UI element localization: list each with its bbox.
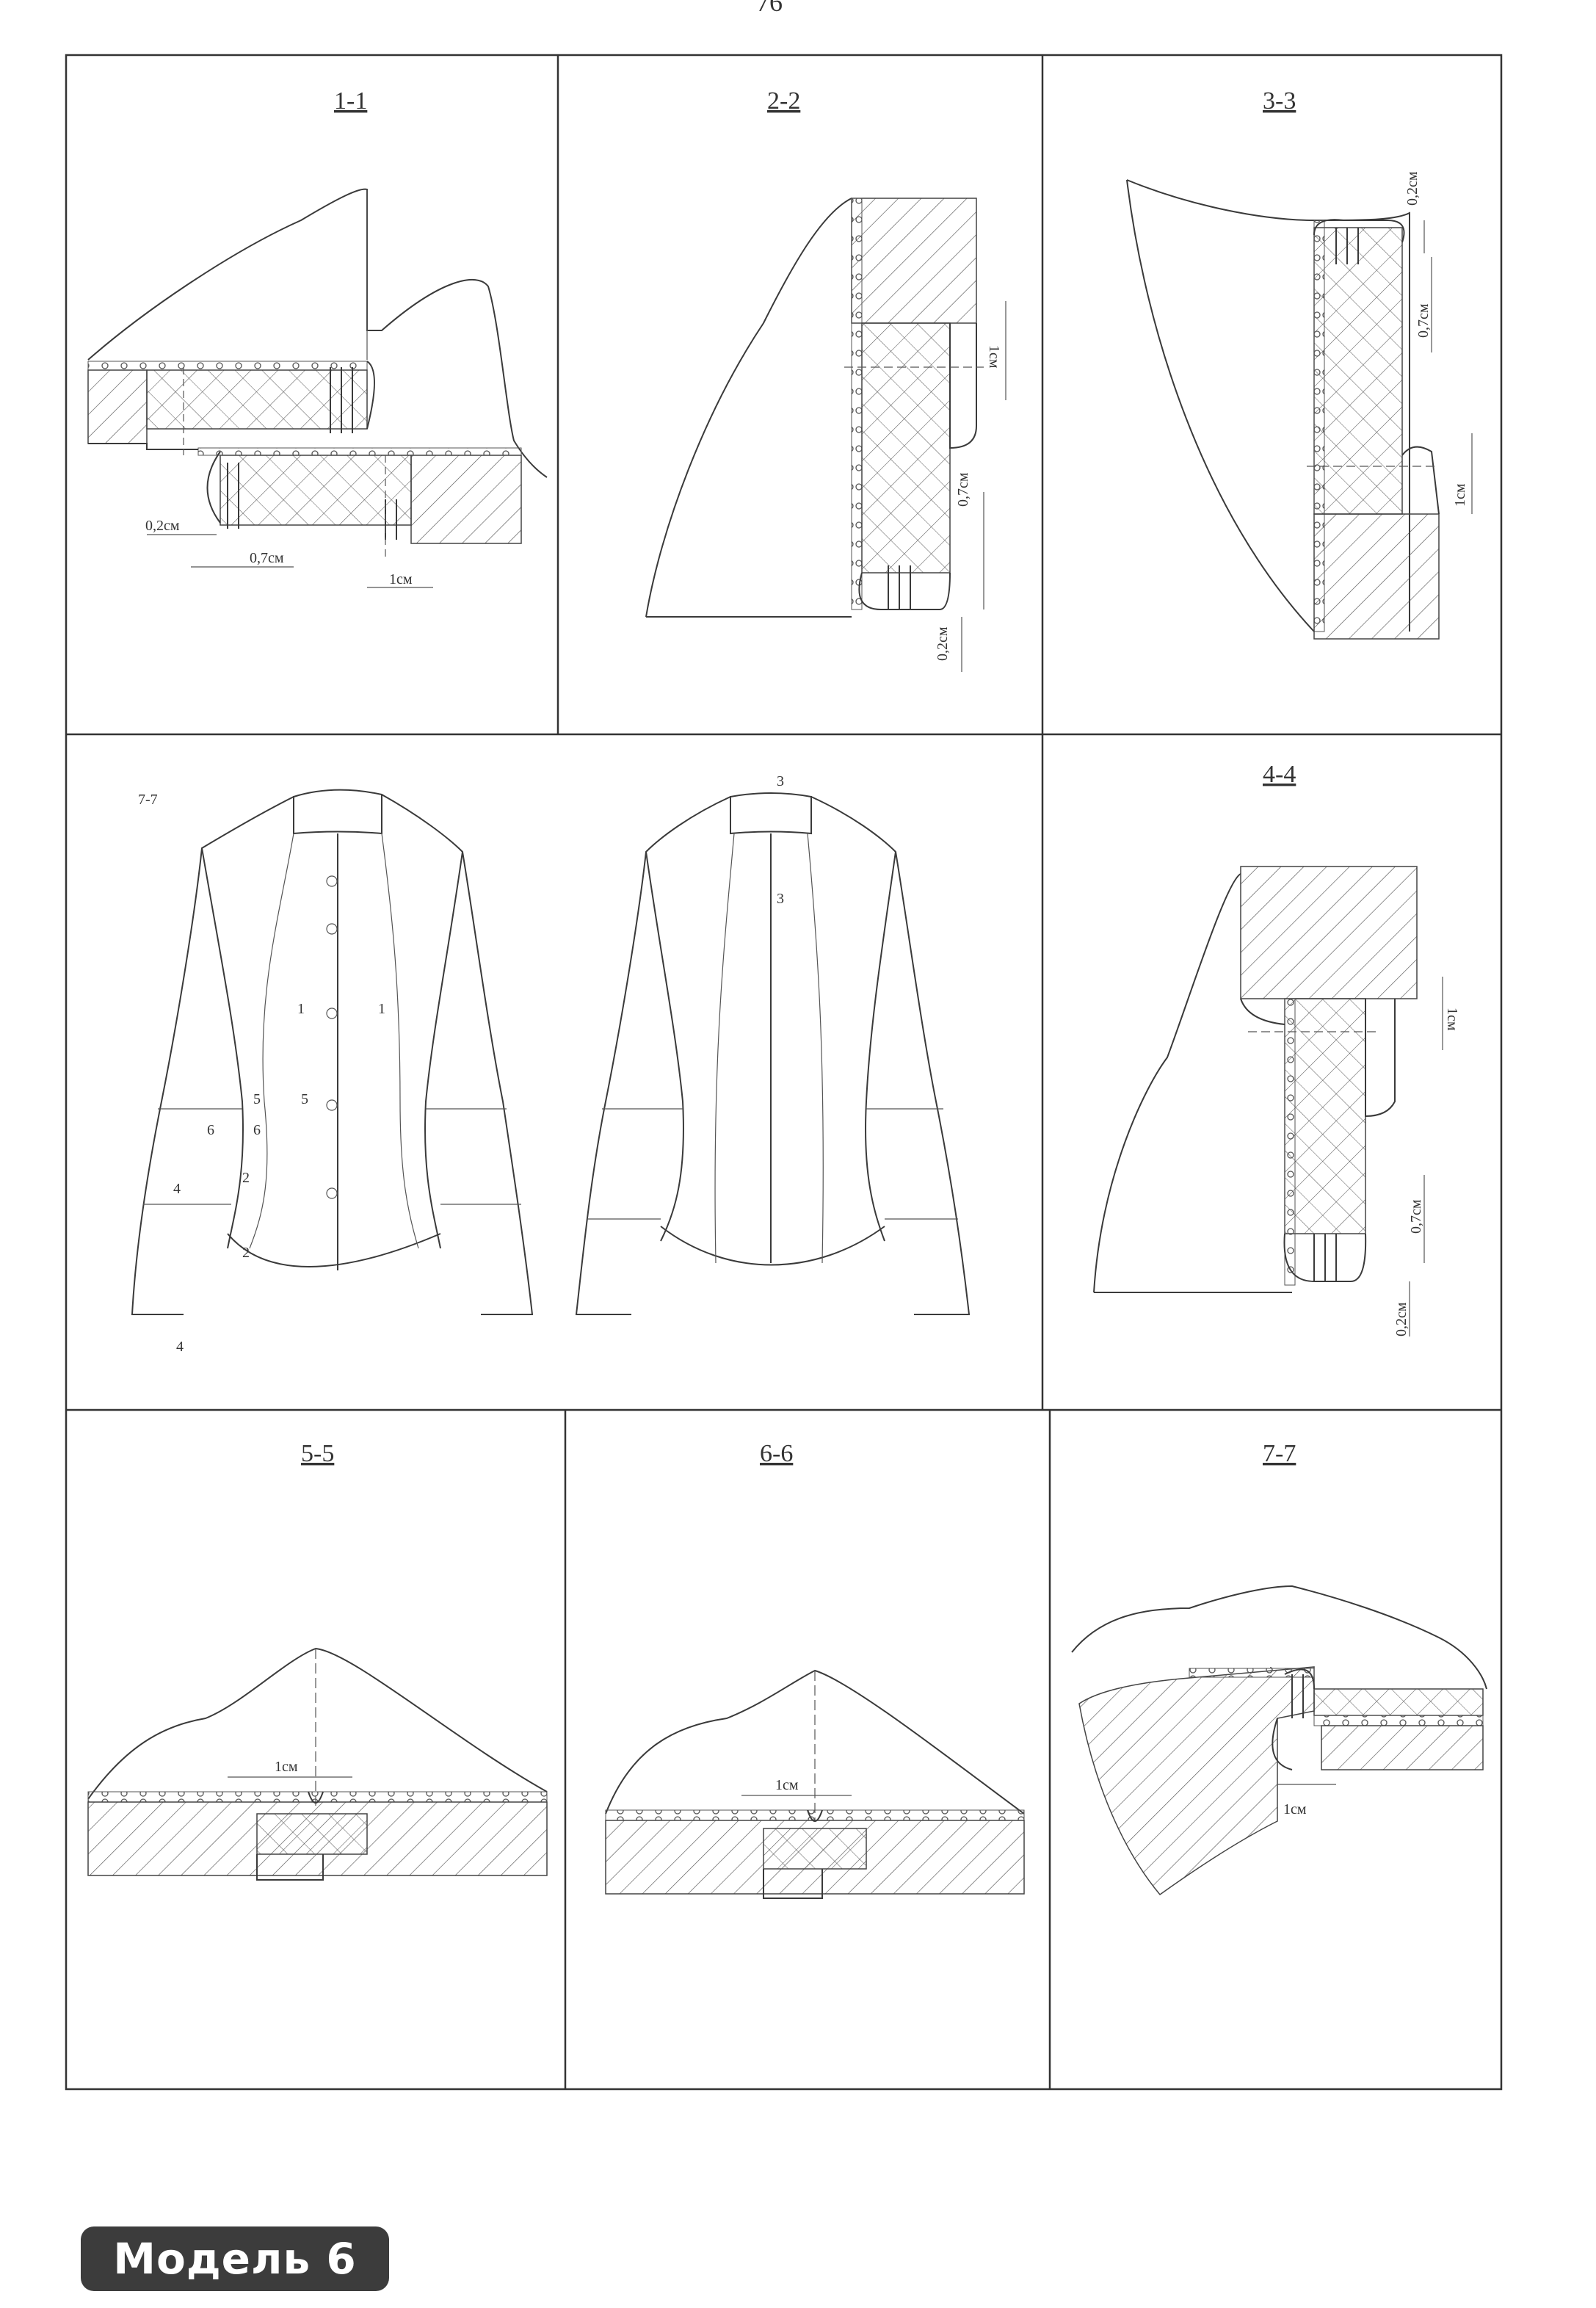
section-4-4: 4-4 1см 0,7см 0,2см [1093, 761, 1460, 1336]
section-title: 4-4 [1263, 761, 1296, 788]
cut-mark-label: 4 [173, 1181, 181, 1197]
dim-label: 0,2см [935, 626, 951, 661]
dim-label: 0,7см [1415, 303, 1432, 338]
section-title: 3-3 [1263, 87, 1296, 115]
cut-mark-label: 1 [297, 1001, 305, 1017]
section-title: 1-1 [334, 87, 367, 115]
cut-mark-label: 6 [207, 1122, 214, 1138]
dim-label: 1см [986, 345, 1002, 369]
section-3-3: 3-3 0,2см 0,7см 1см [1126, 87, 1473, 640]
cut-mark-label: 3 [777, 773, 784, 789]
dim-label: 0,7см [250, 550, 284, 566]
dim-label: 0,2см [1393, 1302, 1410, 1336]
dim-label: 1см [389, 571, 413, 587]
section-7-7: 7-7 1см [1071, 1440, 1487, 1896]
dim-label: 0,2см [1404, 171, 1421, 206]
dim-label: 0,7см [955, 472, 971, 507]
section-2-2: 2-2 1см 0,7см 0,2см [645, 87, 1006, 672]
garment-back-view: 3 3 [575, 773, 971, 1315]
dim-label: 0,2см [145, 518, 180, 534]
cut-mark-label: 5 [301, 1091, 308, 1107]
section-title: 6-6 [760, 1440, 793, 1467]
section-title: 2-2 [767, 87, 800, 115]
cut-mark-label: 2 [242, 1245, 250, 1261]
dim-label: 1см [275, 1759, 298, 1775]
cut-mark-label: 6 [253, 1122, 261, 1138]
section-title: 7-7 [1263, 1440, 1296, 1467]
cut-mark-label: 4 [176, 1339, 184, 1355]
garment-front-view: 7-7 1 1 5 5 6 6 2 2 4 4 [131, 789, 534, 1355]
dim-label: 0,7см [1408, 1199, 1424, 1234]
grid-frame [65, 54, 1503, 2091]
section-6-6: 6-6 1см [605, 1440, 1025, 1899]
dim-label: 1см [1452, 483, 1468, 507]
cut-mark-label: 2 [242, 1170, 250, 1186]
section-title: 5-5 [301, 1440, 334, 1467]
dim-label: 1см [1444, 1008, 1460, 1031]
dim-label: 1см [775, 1777, 799, 1793]
section-1-1: 1-1 0,2см 0,7см 1см [87, 87, 548, 588]
cut-mark-label: 1 [378, 1001, 385, 1017]
cut-mark-label: 5 [253, 1091, 261, 1107]
model-badge: Модель 6 [81, 2226, 389, 2291]
cut-mark-label: 3 [777, 891, 784, 907]
section-5-5: 5-5 1см [87, 1440, 548, 1881]
page-number: 76 [756, 0, 783, 17]
dim-label: 1см [1283, 1801, 1307, 1817]
cut-mark-label: 7-7 [138, 792, 158, 808]
